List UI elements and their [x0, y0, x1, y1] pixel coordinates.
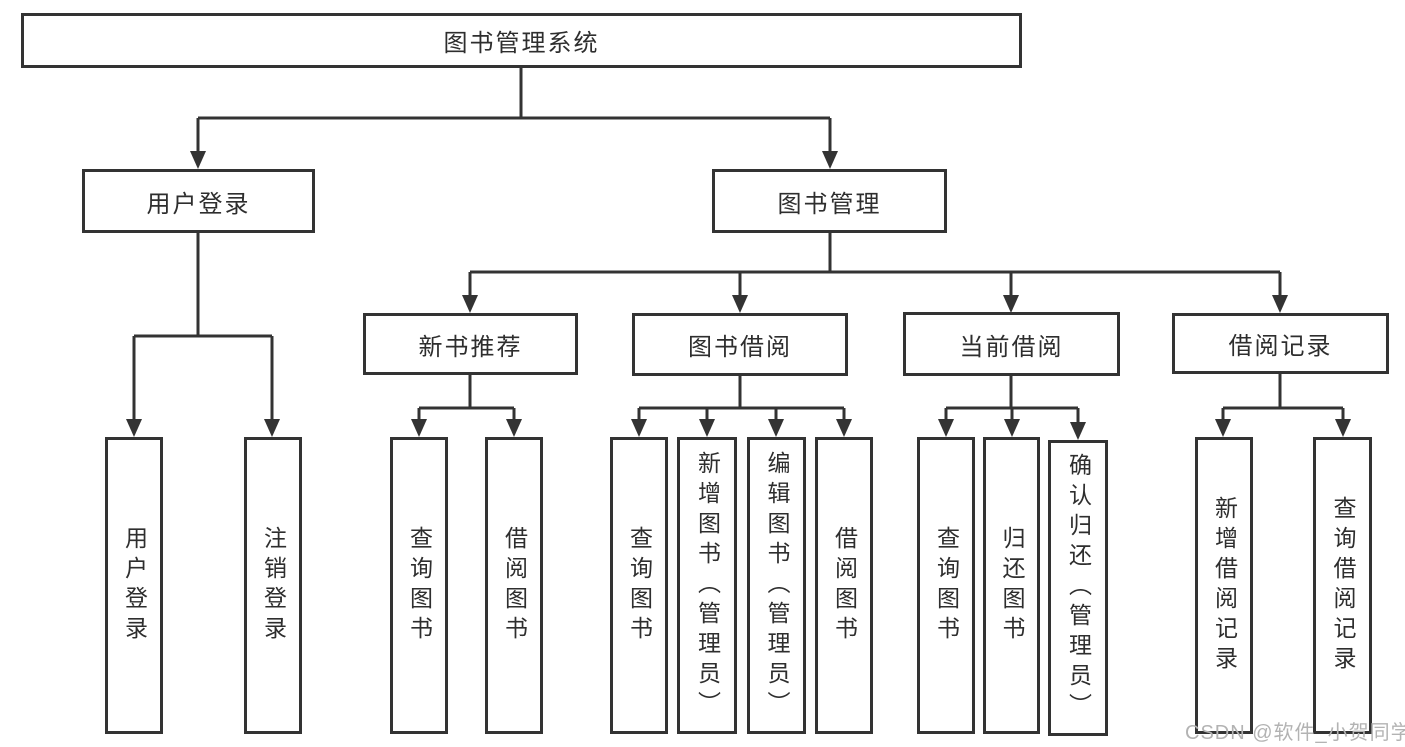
node-label: 归还图书 [999, 525, 1025, 646]
node-label: 图书管理系统 [443, 30, 600, 57]
node-label: 借阅图书 [831, 525, 858, 646]
node-current-borrow: 当前借阅 [903, 312, 1120, 376]
node-label: 图书管理 [777, 190, 882, 218]
leaf-logout: 注销登录 [244, 437, 302, 734]
node-label: 确认归还（管理员） [1065, 453, 1092, 723]
leaf-confirm-return-admin: 确认归还（管理员） [1048, 440, 1108, 736]
node-label: 借阅记录 [1228, 333, 1333, 360]
csdn-watermark: CSDN @软件_小贺同学 [1185, 722, 1405, 744]
node-label: 新增借阅记录 [1211, 495, 1238, 676]
node-label: 注销登录 [260, 525, 287, 646]
leaf-query-books-borrow: 查询图书 [610, 437, 668, 734]
node-label: 用户登录 [121, 525, 148, 646]
leaf-return-book: 归还图书 [983, 437, 1040, 734]
leaf-query-books-recommend: 查询图书 [390, 437, 448, 734]
node-library-system: 图书管理系统 [21, 13, 1022, 68]
node-label: 查询图书 [626, 525, 653, 646]
leaf-edit-book-admin: 编辑图书（管理员） [747, 437, 806, 734]
node-new-book-recommend: 新书推荐 [363, 313, 578, 375]
node-label: 查询图书 [933, 525, 960, 646]
node-label: 查询借阅记录 [1330, 495, 1356, 676]
leaf-borrow-books: 借阅图书 [815, 437, 873, 734]
node-label: 用户登录 [146, 190, 251, 218]
leaf-query-books-current: 查询图书 [917, 437, 975, 734]
node-label: 当前借阅 [959, 333, 1064, 361]
node-book-borrow: 图书借阅 [632, 313, 848, 376]
arrowheads [126, 151, 1351, 440]
leaf-add-book-admin: 新增图书（管理员） [677, 437, 737, 734]
node-label: 新增图书（管理员） [694, 450, 721, 721]
leaf-add-borrow-record: 新增借阅记录 [1195, 437, 1253, 734]
node-label: 图书借阅 [688, 334, 792, 361]
node-label: 编辑图书（管理员） [764, 450, 790, 721]
node-label: 新书推荐 [418, 333, 523, 361]
leaf-borrow-books-recommend: 借阅图书 [485, 437, 543, 734]
node-label: 借阅图书 [501, 525, 528, 646]
node-borrow-records: 借阅记录 [1172, 313, 1389, 374]
leaf-user-login: 用户登录 [105, 437, 163, 734]
node-book-management: 图书管理 [712, 169, 947, 233]
node-user-login: 用户登录 [82, 169, 315, 233]
node-label: 查询图书 [406, 525, 433, 646]
leaf-query-borrow-record: 查询借阅记录 [1313, 437, 1372, 734]
